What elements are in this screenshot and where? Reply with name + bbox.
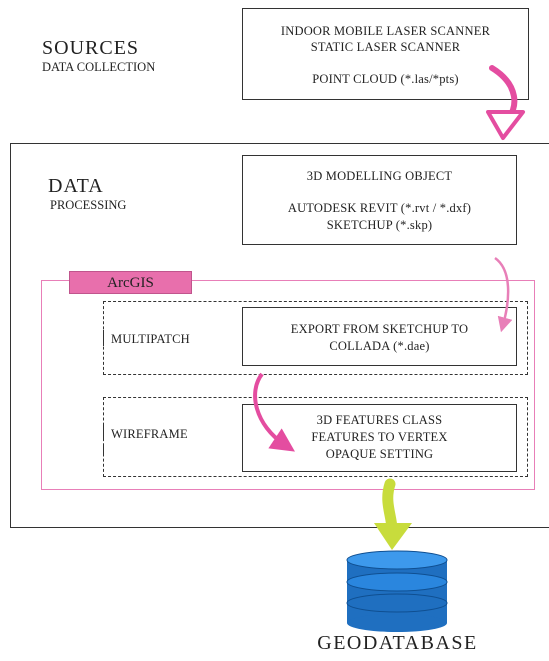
wireframe-bracket [103,425,104,441]
geodatabase-label: GEODATABASE [317,632,478,654]
arcgis-label: ArcGIS [69,271,192,294]
wireframe-label: WIREFRAME [111,427,188,441]
modelling-line-1: 3D MODELLING OBJECT [306,169,453,183]
wireframe-bracket-2 [103,444,104,456]
wireframe-line-2: FEATURES TO VERTEX [311,430,448,444]
sources-line-3: POINT CLOUD (*.las/*pts) [312,72,459,86]
curved-arrow-icon [486,65,525,140]
curved-arrow-icon [253,372,295,452]
data-processing-frame [10,143,549,528]
sources-line-1: INDOOR MOBILE LASER SCANNER [280,24,491,38]
sources-line-2: STATIC LASER SCANNER [310,40,461,54]
modelling-line-3: SKETCHUP (*.skp) [326,218,433,232]
database-icon [346,550,448,632]
sources-title: SOURCES [42,37,140,59]
wireframe-line-3: OPAQUE SETTING [325,447,434,461]
arcgis-frame [41,280,535,490]
data-title: DATA [48,175,104,197]
sources-subtitle: DATA COLLECTION [42,60,156,74]
multipatch-line-2: COLLADA (*.dae) [329,339,430,353]
multipatch-line-1: EXPORT FROM SKETCHUP TO [290,322,469,336]
curved-arrow-icon [374,478,412,550]
modelling-box: 3D MODELLING OBJECT AUTODESK REVIT (*.rv… [242,155,517,245]
data-subtitle: PROCESSING [50,198,127,212]
modelling-line-2: AUTODESK REVIT (*.rvt / *.dxf) [287,201,472,215]
sources-box: INDOOR MOBILE LASER SCANNER STATIC LASER… [242,8,529,100]
curved-arrow-icon [494,256,513,333]
multipatch-box: EXPORT FROM SKETCHUP TO COLLADA (*.dae) [242,307,517,366]
wireframe-line-1: 3D FEATURES CLASS [316,413,443,427]
multipatch-label: MULTIPATCH [111,332,190,346]
multipatch-bracket [103,330,104,346]
